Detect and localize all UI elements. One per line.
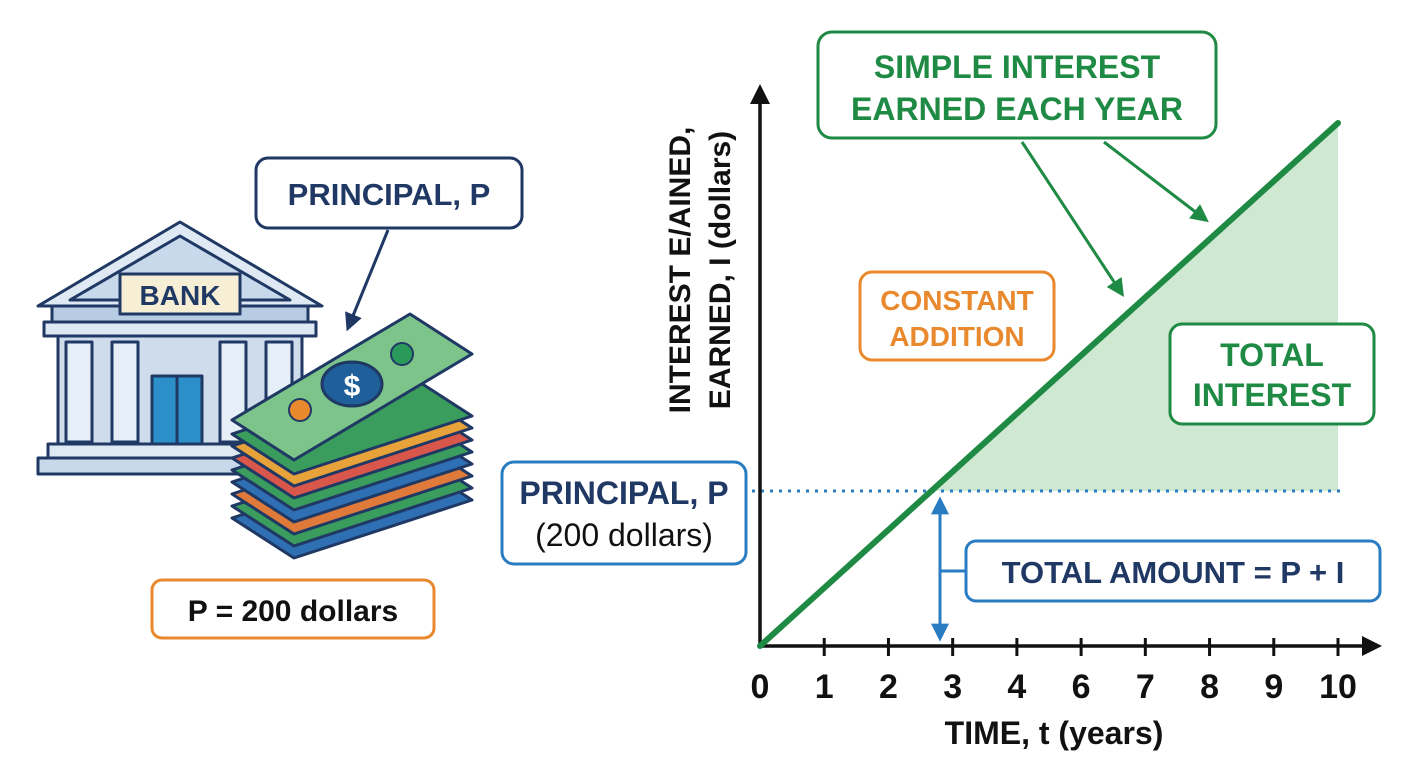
money-stack-icon: $ — [230, 312, 474, 560]
x-axis-label: TIME, t (years) — [945, 715, 1164, 751]
x-tick-label: 8 — [1200, 668, 1219, 706]
x-tick-label: 10 — [1319, 668, 1357, 706]
x-axis-arrowhead — [1362, 636, 1382, 656]
x-tick-label: 6 — [1072, 668, 1091, 706]
principal-callout: PRINCIPAL, P — [254, 156, 524, 230]
x-axis-ticks: 0 1 2 3 4 6 7 8 9 10 — [751, 638, 1357, 706]
simple-interest-line1: SIMPLE INTEREST — [874, 49, 1161, 85]
total-amount-callout: TOTAL AMOUNT = P + I — [964, 539, 1382, 603]
total-amount-text: TOTAL AMOUNT = P + I — [1002, 555, 1345, 590]
y-axis-label-line1: INTEREST E/AINED, — [664, 127, 697, 414]
x-tick-label: 7 — [1136, 668, 1155, 706]
principal-arrow — [345, 229, 390, 332]
total-interest-line1: TOTAL — [1220, 337, 1324, 373]
bank-building-icon: BANK — [36, 220, 324, 476]
amount-label-box: P = 200 dollars — [150, 578, 436, 640]
simple-interest-arrow-b — [1103, 140, 1209, 223]
y-axis-label: INTEREST E/AINED, EARNED, I (dollars) — [664, 127, 737, 414]
simple-interest-callout: SIMPLE INTEREST EARNED EACH YEAR — [816, 30, 1218, 140]
amount-label-text: P = 200 dollars — [188, 595, 398, 628]
principal-chart-callout: PRINCIPAL, P (200 dollars) — [500, 460, 748, 566]
x-tick-label: 1 — [815, 668, 834, 706]
bank-sign-text: BANK — [140, 280, 221, 311]
simple-interest-arrow-a — [1020, 141, 1124, 298]
principal-callout-text: PRINCIPAL, P — [288, 177, 491, 212]
x-tick-label: 4 — [1007, 668, 1026, 706]
principal-chart-line2: (200 dollars) — [535, 517, 713, 553]
money-symbol: $ — [344, 370, 361, 403]
y-axis-arrowhead — [750, 84, 770, 104]
x-tick-label: 2 — [879, 668, 898, 706]
total-interest-callout: TOTAL INTEREST — [1168, 322, 1376, 426]
total-interest-line2: INTEREST — [1193, 377, 1352, 413]
principal-chart-line1: PRINCIPAL, P — [519, 475, 728, 511]
x-tick-label: 9 — [1264, 668, 1283, 706]
constant-line2: ADDITION — [889, 321, 1024, 352]
y-axis-label-line2: EARNED, I (dollars) — [704, 131, 737, 409]
x-tick-label: 0 — [751, 668, 770, 706]
x-tick-label: 3 — [943, 668, 962, 706]
constant-addition-callout: CONSTANT ADDITION — [858, 270, 1056, 362]
constant-line1: CONSTANT — [880, 285, 1033, 316]
simple-interest-line2: EARNED EACH YEAR — [851, 91, 1183, 127]
simple-interest-line — [757, 120, 1341, 649]
